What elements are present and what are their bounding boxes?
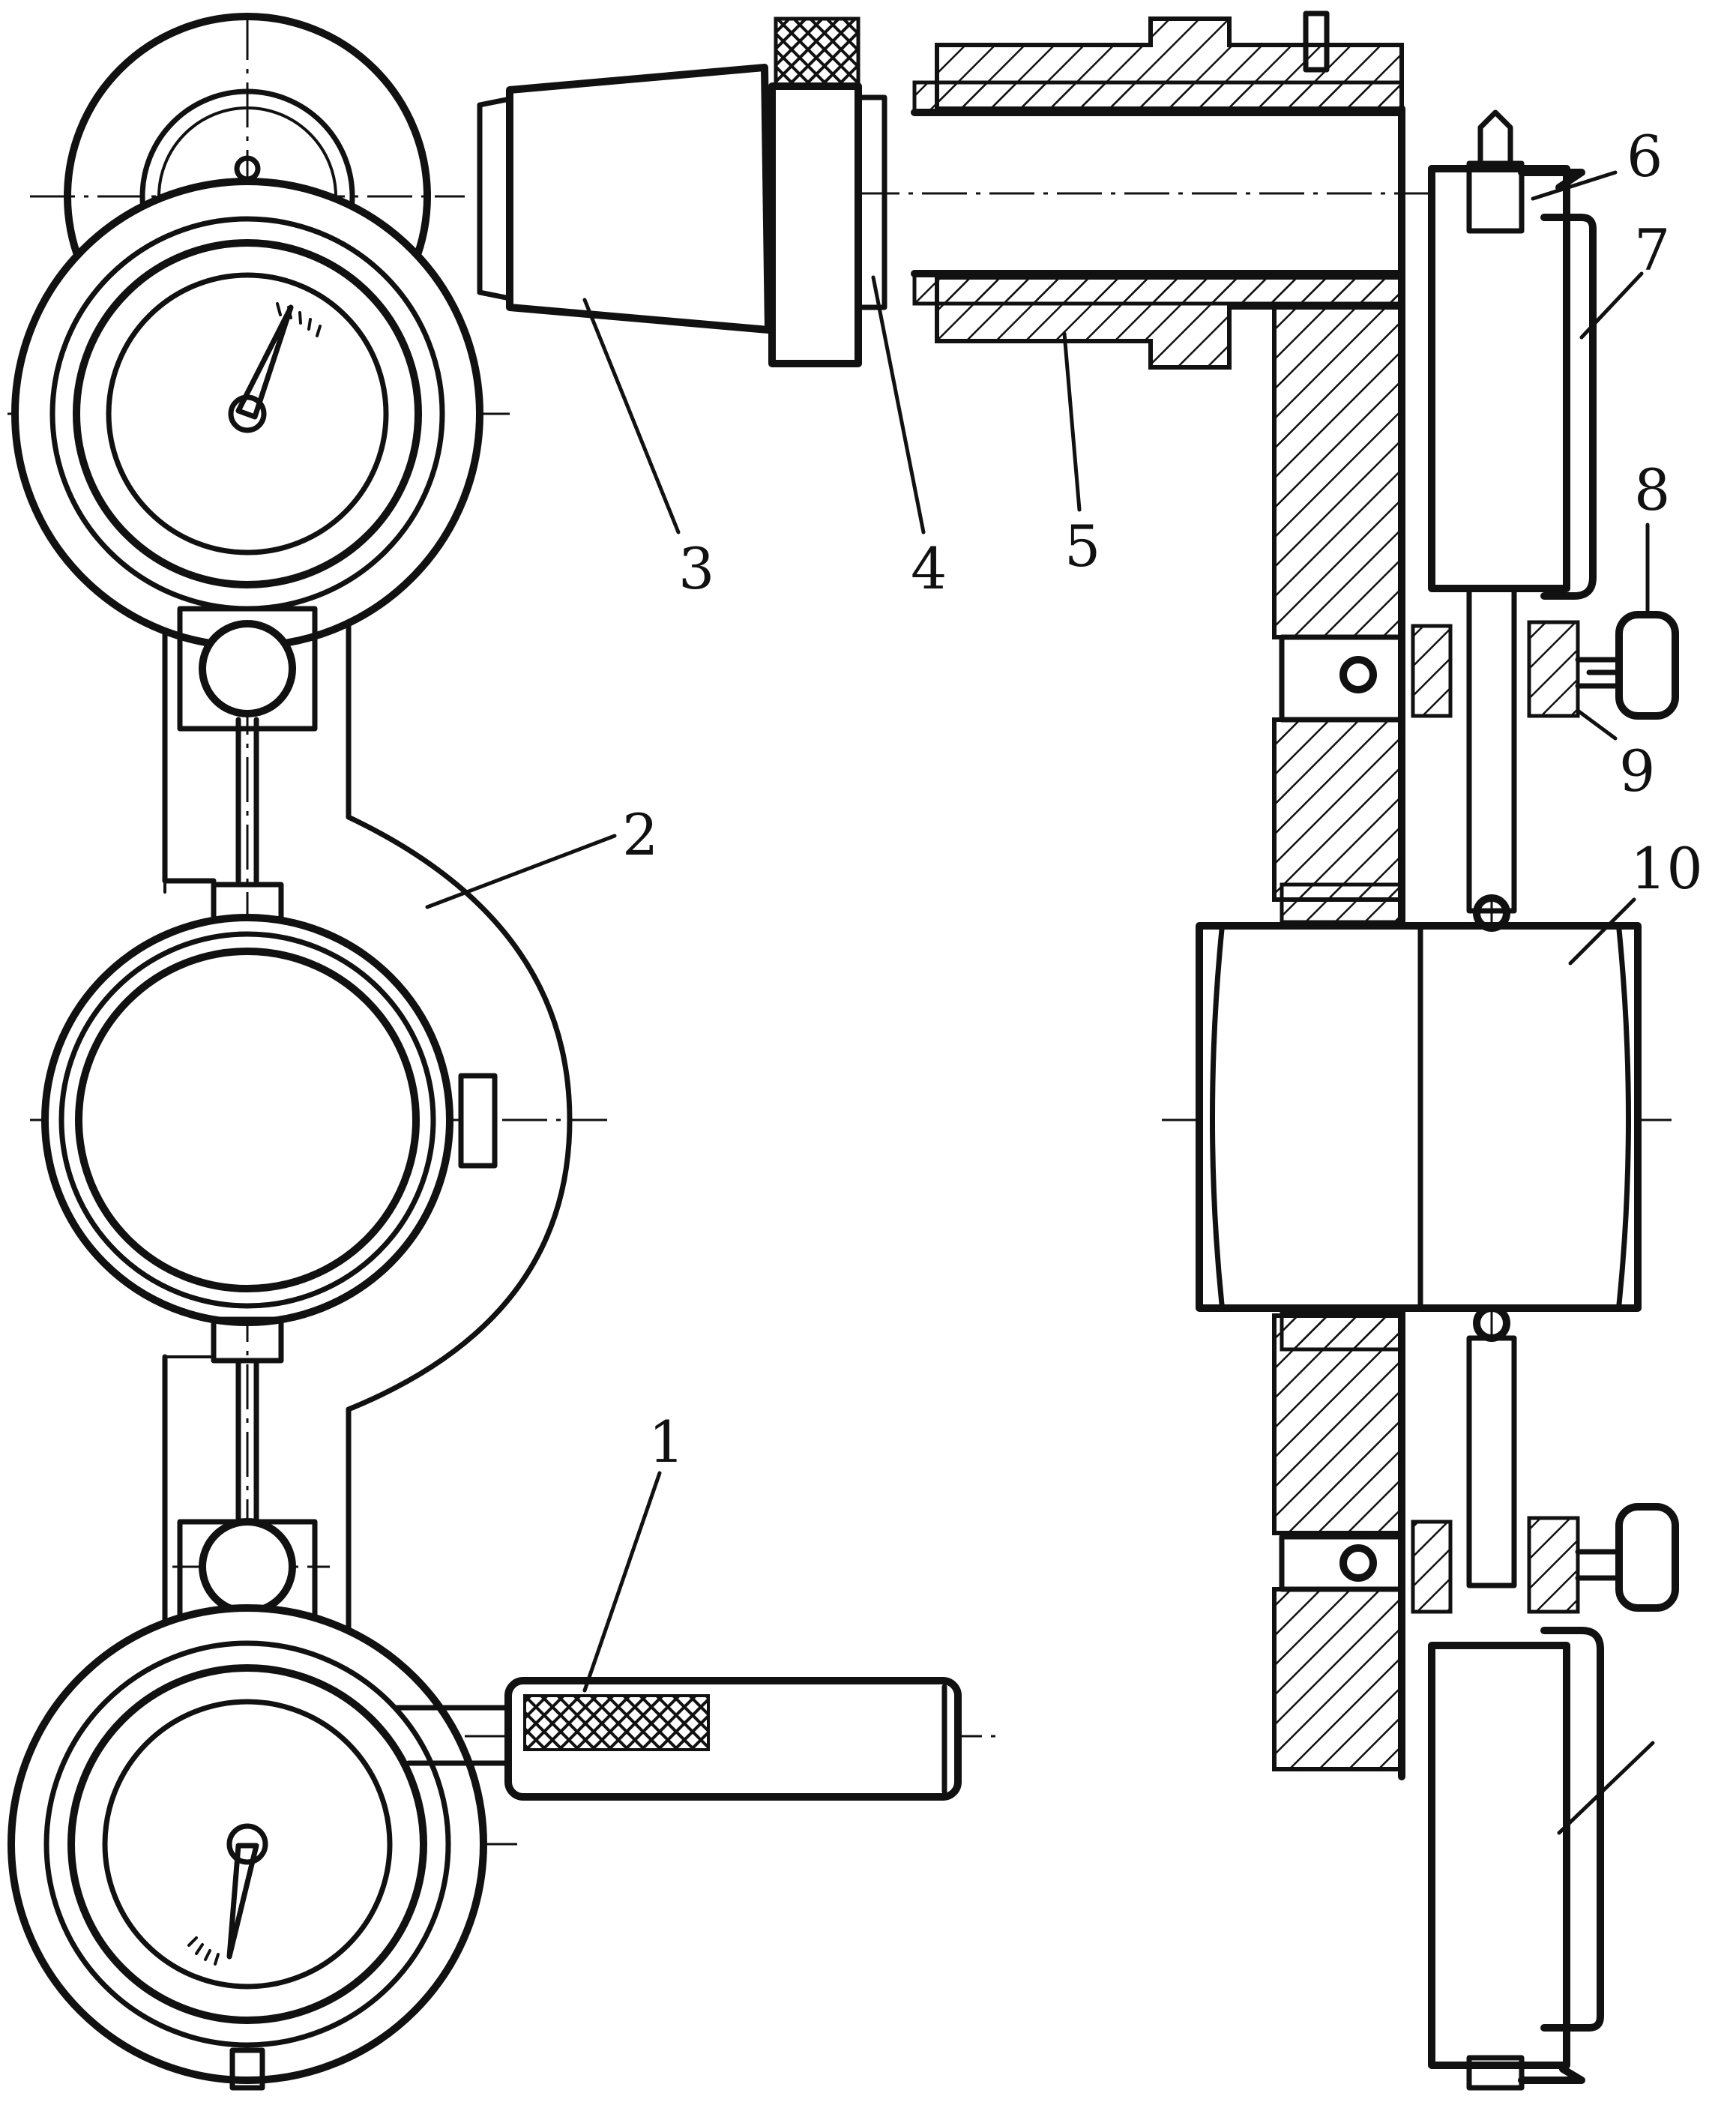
lower-knob: [1615, 1503, 1679, 1612]
upper-clamp-block: [177, 606, 318, 732]
leader-5: [1062, 331, 1082, 512]
workpiece-ring-inner: [75, 948, 420, 1292]
upper-contact-ball: [199, 620, 296, 717]
upper-dial-rim: [73, 239, 422, 588]
upper-side-indicator-bezel: [1540, 214, 1597, 600]
lower-clamp-right: [1527, 1516, 1580, 1614]
callout-5: 5: [1064, 513, 1100, 579]
workpiece-right-chamfer: [1616, 927, 1631, 1307]
leader-10: [1568, 897, 1636, 966]
frame-inner-edge: [163, 879, 215, 1358]
bracket-web: [1272, 717, 1404, 902]
bracket-pad-top: [1280, 882, 1404, 924]
lock-washer: [855, 94, 887, 310]
lower-dial-face: [102, 1699, 393, 1990]
leader-3: [582, 298, 681, 534]
lower-dial-ring: [43, 1640, 451, 2048]
lower-dial-rim: [67, 1664, 427, 2024]
lower-dial-needle: [226, 1843, 259, 1960]
upper-pivot-pin: [1339, 656, 1377, 693]
leader-1: [582, 1471, 662, 1693]
lower-connecting-rod: [235, 1358, 259, 1525]
threaded-cap: [506, 64, 772, 334]
bracket-lower-web: [1272, 1313, 1404, 1535]
upper-clamp-right: [1527, 620, 1580, 718]
callout-1: 1: [648, 1409, 684, 1475]
handle-neck: [394, 1705, 511, 1766]
leader-7: [1579, 271, 1644, 340]
bracket-pad-bottom: [1280, 1310, 1404, 1352]
callout-6: 6: [1627, 123, 1663, 190]
leader-lines: [425, 170, 1655, 1835]
ring-side-tab: [458, 1073, 498, 1169]
lower-side-indicator-lever: [1518, 2065, 1585, 2084]
upper-side-indicator-lever: [1518, 169, 1585, 191]
leader-4: [871, 275, 926, 534]
leader-2: [425, 834, 617, 909]
lower-side-indicator-stem: [1466, 1335, 1517, 1588]
callout-8: 8: [1634, 457, 1670, 523]
lower-clamp-screw: [1575, 1549, 1622, 1581]
knurled-ring: [774, 16, 861, 88]
upper-dial-scale-ticks: [276, 302, 322, 337]
callout-2: 2: [622, 801, 658, 868]
callouts: 1 2 3 4 5 6 7 8 9 10: [622, 123, 1703, 1475]
lower-side-indicator-bezel: [1540, 1627, 1604, 2032]
upper-pivot-slot: [1279, 634, 1405, 723]
set-screw: [1303, 10, 1330, 73]
callout-4: 4: [911, 535, 947, 602]
lower-contact-ball: [199, 1518, 296, 1615]
workpiece-left-chamfer: [1210, 927, 1225, 1307]
upper-dial-needle: [235, 304, 294, 420]
lower-clamp-left: [1411, 1520, 1453, 1614]
upper-side-indicator-body: [1428, 165, 1570, 592]
lower-dial-scale-ticks: [187, 1936, 220, 1966]
sleeve-bore: [911, 109, 1405, 277]
workpiece-ring-outer: [41, 914, 453, 1326]
bracket-foot: [1272, 1587, 1404, 1771]
cap-shoulder: [477, 96, 513, 301]
lower-anvil: [211, 1316, 284, 1364]
sleeve-bore-bottom: [912, 271, 1404, 306]
lower-side-indicator-body: [1428, 1642, 1570, 2069]
lower-dial-stem: [229, 2047, 265, 2091]
right-bracket-assembly: [477, 10, 1679, 2091]
leader-9: [1576, 708, 1618, 741]
sleeve-bore-top: [912, 80, 1404, 115]
leader-6: [1531, 170, 1618, 201]
upper-clamp-left: [1411, 624, 1453, 718]
handle-knurled-grip: [523, 1694, 710, 1751]
upper-side-indicator-tip: [1477, 109, 1513, 166]
upper-side-indicator-stem: [1466, 585, 1517, 914]
callout-7: 7: [1634, 217, 1670, 283]
upper-knob: [1615, 611, 1679, 720]
callout-10: 10: [1630, 835, 1703, 902]
workpiece-ring-mid: [58, 931, 436, 1309]
callout-3: 3: [678, 535, 714, 602]
upper-dial-face: [106, 272, 389, 555]
callout-9: 9: [1619, 738, 1655, 804]
upper-side-indicator-cap: [1466, 160, 1525, 234]
lower-pivot-slot: [1279, 1534, 1405, 1592]
lower-pivot-pin: [1339, 1544, 1377, 1582]
leader-lower-indicator: [1557, 1741, 1655, 1835]
upper-connecting-rod: [235, 717, 259, 884]
lower-side-indicator-cap: [1466, 2055, 1525, 2091]
lower-dial-hub: [226, 1823, 268, 1865]
left-gauge-assembly: [7, 13, 1004, 2092]
collar: [768, 82, 862, 367]
upper-probe-contact: [1473, 894, 1510, 932]
bracket-upper: [1237, 305, 1404, 639]
